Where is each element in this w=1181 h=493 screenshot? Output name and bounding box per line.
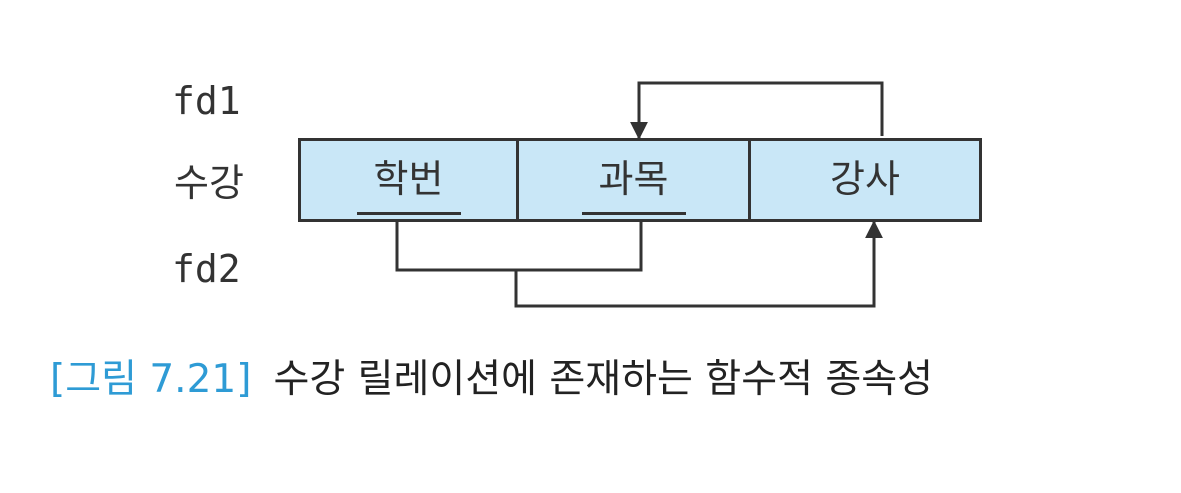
- figure-caption: [그림 7.21] 수강 릴레이션에 존재하는 함수적 종속성: [50, 360, 933, 399]
- attribute-student-id-label: 학번: [373, 157, 444, 201]
- course-key-underline: [581, 212, 686, 215]
- attribute-student-id-cell: 학번: [301, 141, 519, 219]
- relation-table: 학번 과목 강사: [298, 138, 982, 222]
- fd1-label: fd1: [172, 79, 241, 123]
- attribute-course-cell: 과목: [519, 141, 751, 219]
- figure-number: [그림 7.21]: [50, 357, 252, 402]
- relation-name-label: 수강: [174, 161, 244, 205]
- figure-caption-text: 수강 릴레이션에 존재하는 함수적 종속성: [273, 357, 933, 402]
- attribute-instructor-label: 강사: [830, 157, 900, 201]
- attribute-instructor-cell: 강사: [751, 141, 979, 219]
- fd2-label: fd2: [172, 247, 241, 291]
- fd2-connector: [395, 222, 643, 272]
- student-id-key-underline: [356, 212, 461, 215]
- fd1-arrow: [630, 81, 884, 140]
- attribute-course-label: 과목: [598, 157, 669, 201]
- fd2-arrow: [514, 220, 883, 308]
